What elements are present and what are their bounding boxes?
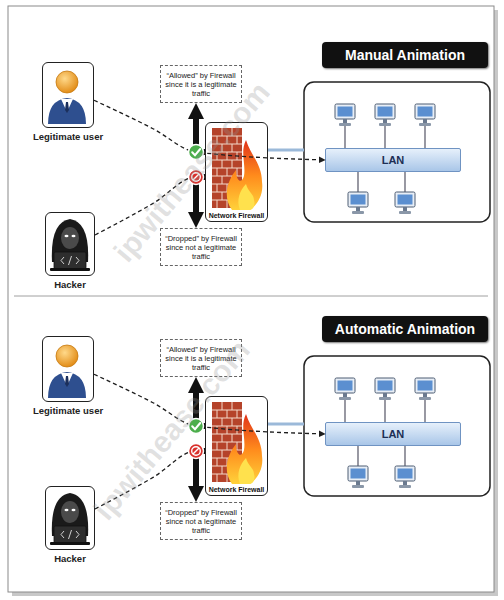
title-text: Manual Animation — [345, 47, 465, 63]
outer-frame — [8, 6, 494, 592]
traffic-path — [94, 374, 325, 434]
title-box: Automatic Animation — [322, 316, 488, 342]
panel-divider — [14, 296, 488, 297]
firewall-box: Network Firewall — [205, 396, 268, 496]
callout-box: “Dropped” by Firewall since not a legiti… — [160, 228, 242, 266]
hacker-icon-box: Hacker — [45, 212, 95, 276]
node-label: Network Firewall — [206, 486, 267, 493]
verdict-arrow — [196, 451, 205, 492]
traffic-path — [95, 451, 205, 509]
firewall-box: Network Firewall — [205, 122, 268, 222]
callout-box: “Dropped” by Firewall since not a legiti… — [160, 502, 242, 540]
node-label: Legitimate user — [33, 405, 103, 416]
callout-text: “Allowed” by Firewall since it is a legi… — [164, 71, 238, 98]
callout-text: “Dropped” by Firewall since not a legiti… — [164, 234, 238, 261]
node-label: Network Firewall — [206, 212, 267, 219]
frame-shadow — [12, 10, 498, 596]
verdict-arrow — [196, 113, 205, 152]
allow-deny-icons — [189, 145, 204, 185]
verdict-arrow — [196, 177, 205, 218]
user-icon-box: Legitimate user — [42, 62, 94, 128]
node-label: Hacker — [54, 553, 86, 564]
callout-text: “Dropped” by Firewall since not a legiti… — [164, 508, 238, 535]
lan-segment: LAN — [325, 422, 461, 446]
callout-box: “Allowed” by Firewall since it is a legi… — [160, 339, 242, 377]
traffic-path — [94, 100, 325, 160]
manual-panel-art — [48, 71, 490, 271]
callout-box: “Allowed” by Firewall since it is a legi… — [160, 65, 242, 103]
callout-text: “Allowed” by Firewall since it is a legi… — [164, 345, 238, 372]
allow-deny-icons — [189, 419, 204, 459]
segment-label: LAN — [382, 428, 405, 440]
verdict-arrow — [196, 387, 205, 426]
title-text: Automatic Animation — [335, 321, 475, 337]
lan-segment: LAN — [325, 148, 461, 172]
user-icon-box: Legitimate user — [42, 336, 94, 402]
segment-label: LAN — [382, 154, 405, 166]
title-box: Manual Animation — [322, 42, 488, 68]
node-label: Hacker — [54, 279, 86, 290]
automatic-panel-art — [48, 345, 490, 545]
traffic-path — [95, 177, 205, 235]
hacker-icon-box: Hacker — [45, 486, 95, 550]
node-label: Legitimate user — [33, 131, 103, 142]
